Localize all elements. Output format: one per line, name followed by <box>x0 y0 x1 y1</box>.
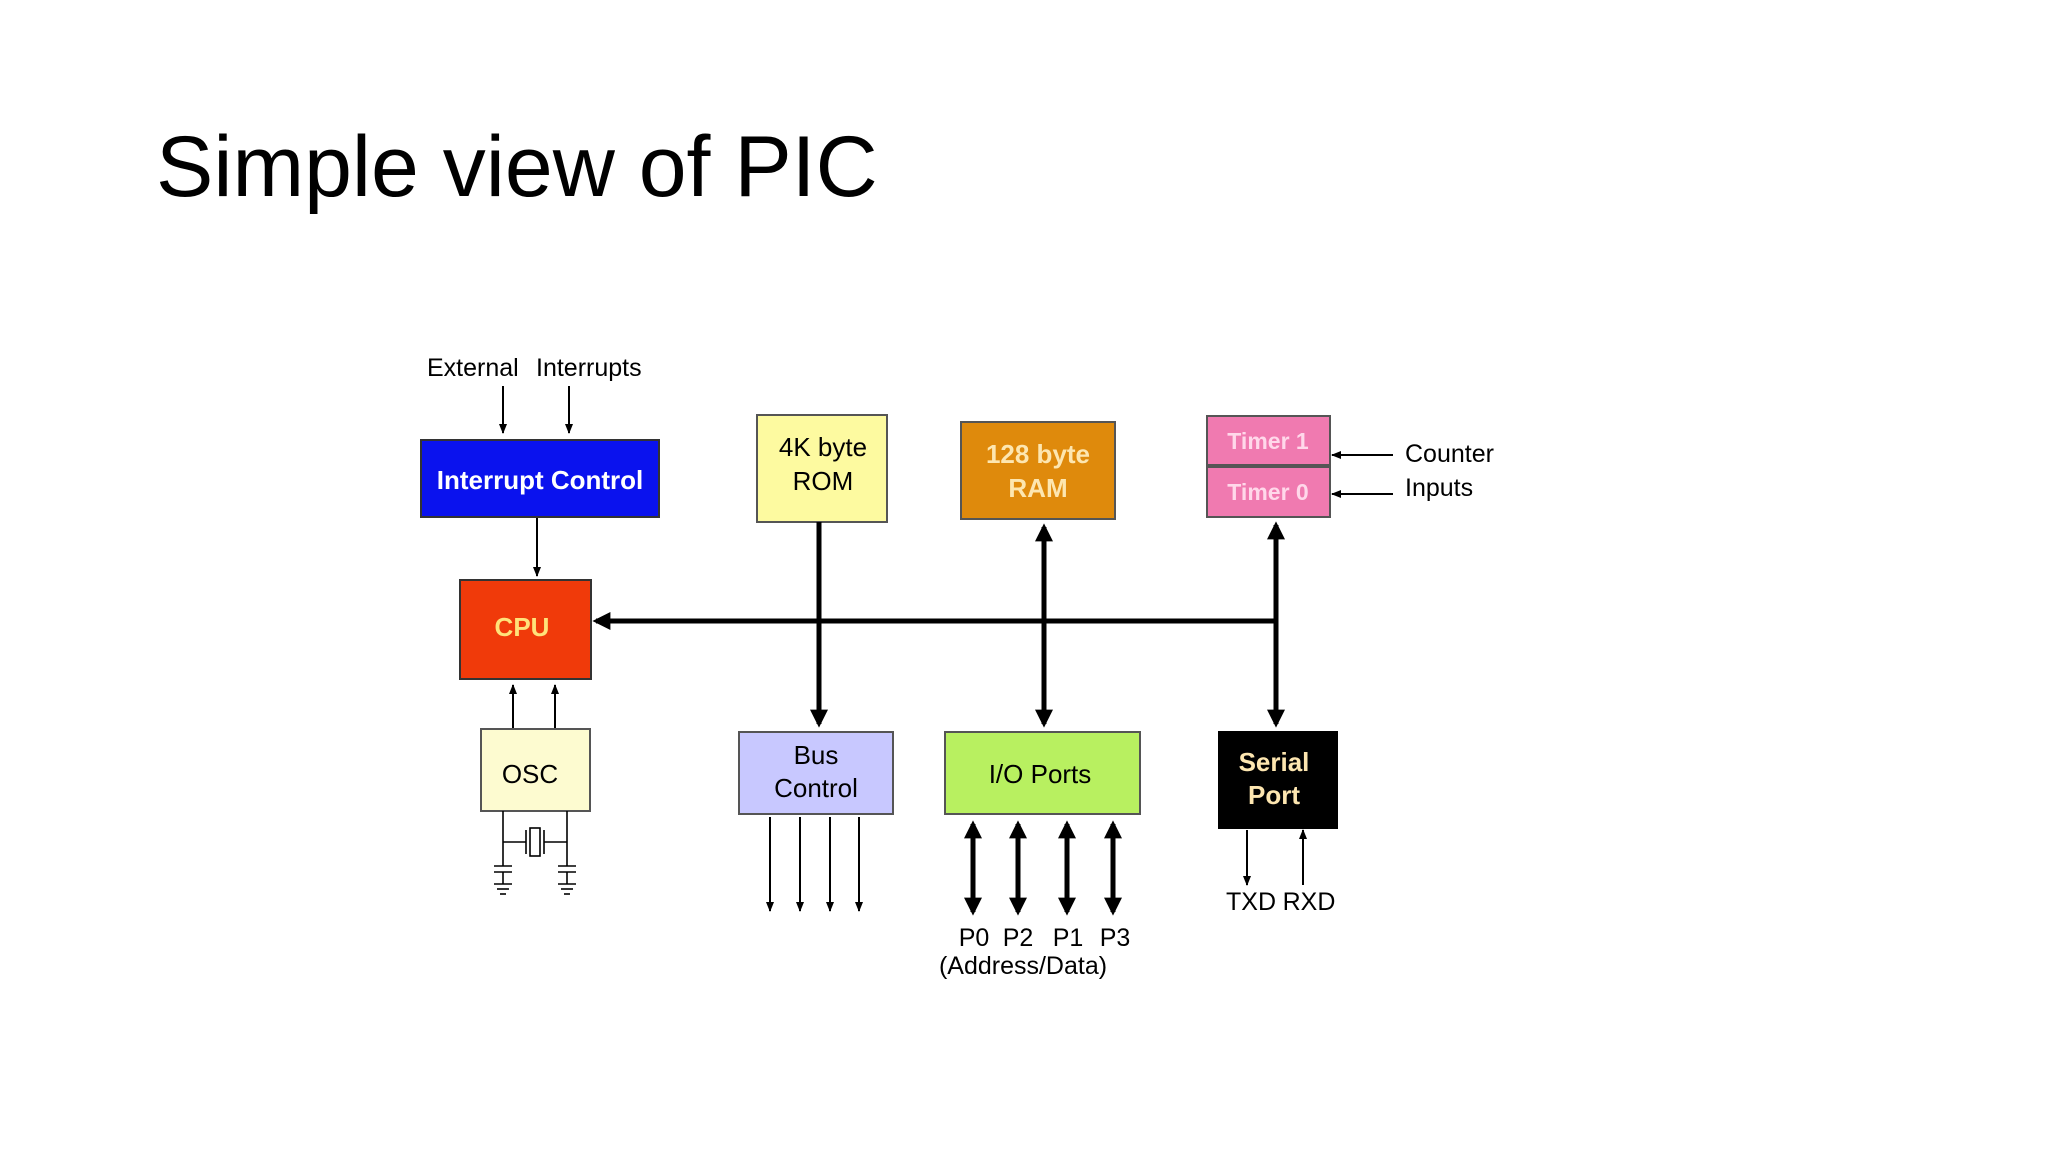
timer1-label: Timer 1 <box>1227 428 1309 454</box>
rom-label-line1: 4K byte <box>779 432 867 462</box>
inputs-label: Inputs <box>1405 474 1473 502</box>
crystal-oscillator-circuit <box>494 811 576 895</box>
io-ports-box <box>944 731 1141 815</box>
bus-control-box <box>738 731 894 815</box>
ram-box <box>960 421 1116 520</box>
bus-control-label-line2: Control <box>774 773 858 803</box>
cpu-box <box>459 579 592 680</box>
serial-port-label-line1: Serial <box>1239 747 1310 777</box>
serial-port-label-line2: Port <box>1248 780 1300 810</box>
counter-label: Counter <box>1405 440 1494 468</box>
slide-title: Simple view of PIC <box>156 119 878 215</box>
rom-label-line2: ROM <box>793 466 854 496</box>
external-label: External <box>427 354 519 382</box>
ram-label-line1: 128 byte <box>986 439 1090 469</box>
rom-box <box>756 414 888 523</box>
bus-control-label-line1: Bus <box>794 740 839 770</box>
timer1-box <box>1206 415 1331 466</box>
cpu-label: CPU <box>495 612 550 642</box>
port-p1-label: P1 <box>1053 924 1084 952</box>
ram-label-line2: RAM <box>1008 473 1067 503</box>
io-ports-label: I/O Ports <box>989 759 1092 789</box>
timer0-box <box>1206 466 1331 518</box>
interrupts-label: Interrupts <box>536 354 642 382</box>
rxd-label: RXD <box>1283 888 1336 916</box>
port-p3-label: P3 <box>1100 924 1131 952</box>
address-data-label: (Address/Data) <box>939 952 1107 980</box>
txd-label: TXD <box>1226 888 1276 916</box>
timer0-label: Timer 0 <box>1227 479 1308 505</box>
port-p0-label: P0 <box>959 924 990 952</box>
interrupt-control-label: Interrupt Control <box>437 465 644 495</box>
port-p2-label: P2 <box>1003 924 1034 952</box>
interrupt-control-box <box>420 439 660 518</box>
serial-port-box <box>1218 731 1338 829</box>
osc-label: OSC <box>502 759 558 789</box>
osc-box <box>480 728 591 812</box>
